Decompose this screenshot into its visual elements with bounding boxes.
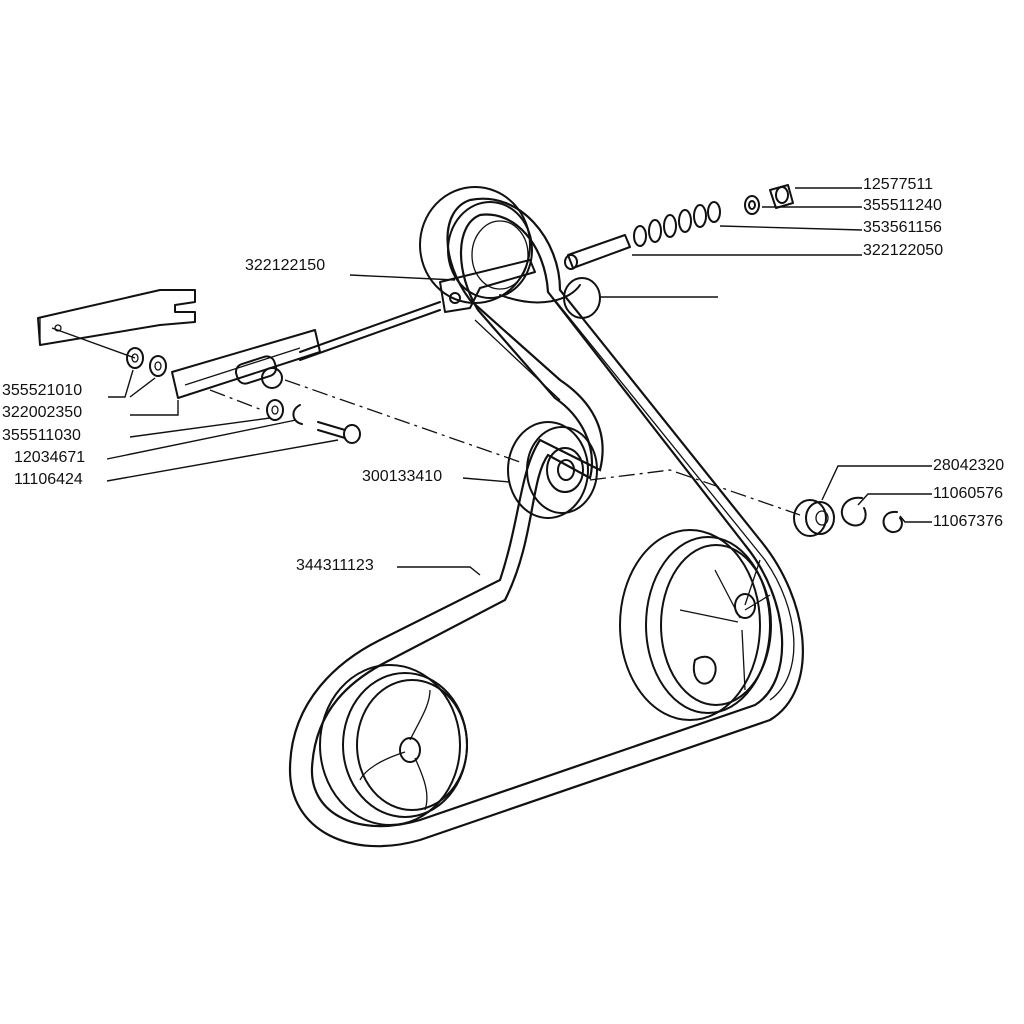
belt-guide-ring <box>563 277 601 319</box>
mounting-bracket <box>37 289 196 346</box>
lower-washers <box>266 399 303 425</box>
part-number-344311123: 344311123 <box>296 557 374 574</box>
idler-pulley <box>507 421 598 519</box>
leader-lines <box>51 187 932 576</box>
top-crank-pulley <box>419 186 581 304</box>
threaded-rod <box>299 301 441 361</box>
part-number-28042320: 28042320 <box>933 457 1005 474</box>
left-washers <box>126 347 167 377</box>
part-number-11060576: 11060576 <box>933 485 1003 502</box>
assembly-centerlines <box>209 379 801 516</box>
right-drive-pulley <box>619 529 772 721</box>
part-number-355511030: 355511030 <box>2 427 81 444</box>
tensioner-bracket <box>439 259 536 313</box>
part-number-355521010: 355521010 <box>2 382 83 399</box>
part-number-11106424: 11106424 <box>14 471 83 488</box>
circlip-large <box>840 496 867 527</box>
bearing <box>793 499 835 537</box>
drive-belt <box>288 197 804 848</box>
hex-bolt <box>317 421 361 444</box>
part-number-322122150: 322122150 <box>245 257 326 274</box>
washer-and-nut <box>744 184 794 215</box>
part-number-11067376: 11067376 <box>933 513 1003 530</box>
circlip-small <box>882 510 903 534</box>
part-number-355511240: 355511240 <box>863 197 942 214</box>
part-number-322122050: 322122050 <box>863 242 944 259</box>
part-number-12034671: 12034671 <box>14 449 86 466</box>
adjuster-plate <box>171 329 321 399</box>
left-drive-pulley <box>319 664 468 826</box>
part-number-12577511: 12577511 <box>863 176 933 193</box>
part-number-322002350: 322002350 <box>2 404 83 421</box>
part-number-300133410: 300133410 <box>362 468 443 485</box>
part-number-353561156: 353561156 <box>863 219 942 236</box>
compression-spring <box>633 201 721 247</box>
spacer-tube <box>564 234 631 270</box>
